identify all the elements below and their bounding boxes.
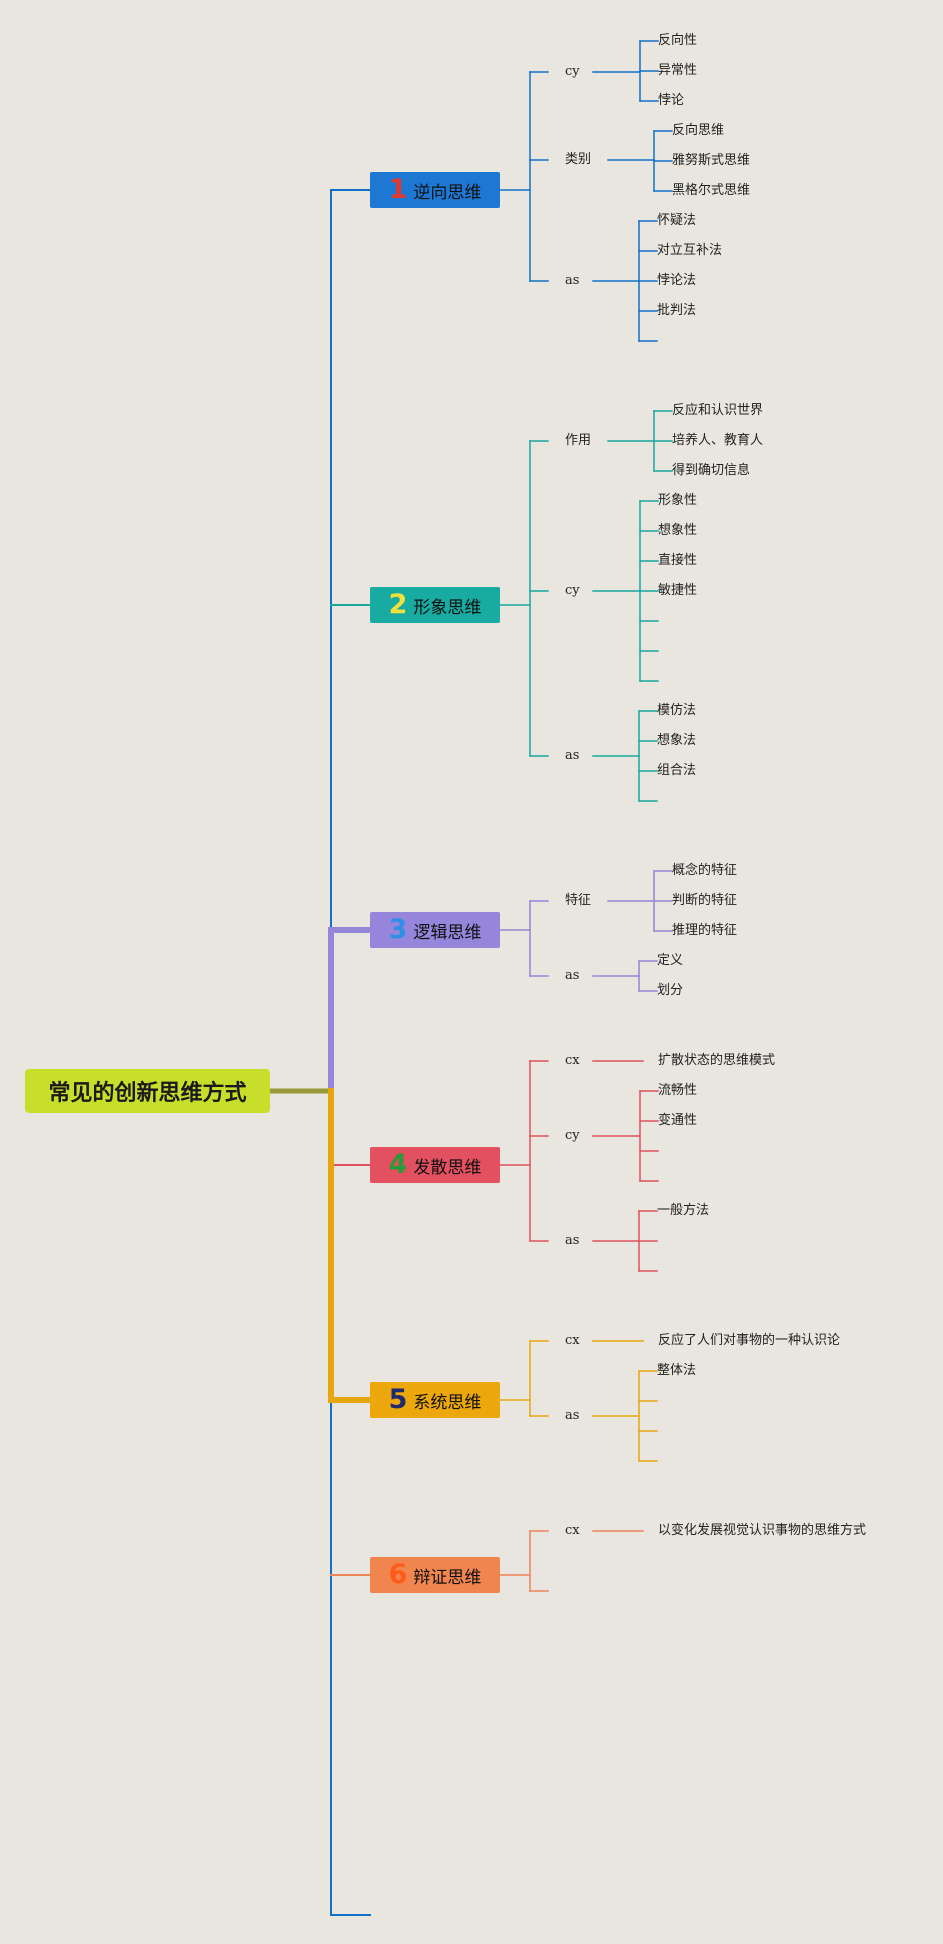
- leaf-topic-label[interactable]: 定义: [657, 953, 684, 968]
- sub-topic-label[interactable]: 特征: [565, 893, 592, 908]
- root-topic[interactable]: 常见的创新思维方式: [25, 1069, 270, 1113]
- leaf-topic-label[interactable]: 反应和认识世界: [672, 403, 764, 418]
- leaf-topic-label[interactable]: 判断的特征: [672, 893, 738, 908]
- leaf-topic-label[interactable]: 变通性: [658, 1113, 698, 1128]
- branch-label: 形象思维: [413, 597, 482, 618]
- branch-label: 系统思维: [413, 1392, 482, 1413]
- branch-label: 逆向思维: [413, 182, 482, 203]
- sub-topic-label[interactable]: cy: [565, 583, 580, 598]
- leaf-topic-label[interactable]: 敏捷性: [658, 583, 698, 598]
- leaf-topic-label[interactable]: 扩散状态的思维模式: [658, 1053, 776, 1068]
- leaf-topic-label[interactable]: 对立互补法: [657, 243, 723, 258]
- leaf-topic-label[interactable]: 培养人、教育人: [672, 433, 764, 448]
- branch-number-icon: 2: [388, 589, 408, 620]
- leaf-topic-label[interactable]: 以变化发展视觉认识事物的思维方式: [658, 1523, 867, 1538]
- branch-number-icon: 3: [388, 914, 408, 945]
- sub-topic-label[interactable]: as: [565, 748, 580, 763]
- branch-label: 辩证思维: [413, 1567, 482, 1588]
- leaf-topic-label[interactable]: 反向性: [658, 33, 698, 48]
- branch-topic-3[interactable]: 3 逻辑思维: [370, 912, 500, 948]
- branch-topic-1[interactable]: 1 逆向思维: [370, 172, 500, 208]
- branch-topic-4[interactable]: 4 发散思维: [370, 1147, 500, 1183]
- leaf-topic-label[interactable]: 一般方法: [657, 1203, 710, 1218]
- branch-label: 发散思维: [413, 1157, 482, 1178]
- leaf-topic-label[interactable]: 悖论: [658, 93, 685, 108]
- leaf-topic-label[interactable]: 划分: [657, 983, 684, 998]
- branch-number-icon: 6: [388, 1559, 408, 1590]
- leaf-topic-label[interactable]: 黑格尔式思维: [672, 183, 751, 198]
- leaf-topic-label[interactable]: 想象法: [657, 733, 697, 748]
- leaf-topic-label[interactable]: 组合法: [657, 763, 697, 778]
- branch-topic-6[interactable]: 6 辩证思维: [370, 1557, 500, 1593]
- sub-topic-label[interactable]: 类别: [565, 152, 592, 167]
- sub-topic-label[interactable]: 作用: [565, 433, 592, 448]
- leaf-topic-label[interactable]: 得到确切信息: [672, 463, 751, 478]
- leaf-topic-label[interactable]: 反向思维: [672, 123, 725, 138]
- sub-topic-label[interactable]: as: [565, 1233, 580, 1248]
- sub-topic-label[interactable]: cx: [565, 1333, 580, 1348]
- sub-topic-label[interactable]: as: [565, 273, 580, 288]
- sub-topic-label[interactable]: as: [565, 968, 580, 983]
- leaf-topic-label[interactable]: 概念的特征: [672, 863, 738, 878]
- leaf-topic-label[interactable]: 流畅性: [658, 1083, 698, 1098]
- leaf-topic-label[interactable]: 异常性: [658, 63, 698, 78]
- branch-number-icon: 4: [388, 1149, 408, 1180]
- leaf-topic-label[interactable]: 想象性: [658, 523, 698, 538]
- branch-topic-2[interactable]: 2 形象思维: [370, 587, 500, 623]
- branch-number-icon: 5: [388, 1384, 408, 1415]
- sub-topic-label[interactable]: cx: [565, 1053, 580, 1068]
- leaf-topic-label[interactable]: 悖论法: [657, 273, 697, 288]
- root-topic-label: 常见的创新思维方式: [48, 1081, 247, 1106]
- leaf-topic-label[interactable]: 反应了人们对事物的一种认识论: [658, 1333, 841, 1348]
- branch-number-icon: 1: [388, 174, 408, 205]
- leaf-topic-label[interactable]: 直接性: [658, 553, 698, 568]
- leaf-topic-label[interactable]: 雅努斯式思维: [672, 153, 751, 168]
- sub-topic-label[interactable]: as: [565, 1408, 580, 1423]
- branch-label: 逻辑思维: [413, 922, 482, 943]
- leaf-topic-label[interactable]: 批判法: [657, 303, 697, 318]
- leaf-topic-label[interactable]: 形象性: [658, 493, 698, 508]
- leaf-topic-label[interactable]: 推理的特征: [672, 923, 738, 938]
- sub-topic-label[interactable]: cy: [565, 1128, 580, 1143]
- leaf-topic-label[interactable]: 怀疑法: [657, 213, 697, 228]
- sub-topic-label[interactable]: cx: [565, 1523, 580, 1538]
- leaf-topic-label[interactable]: 整体法: [657, 1363, 697, 1378]
- sub-topic-label[interactable]: cy: [565, 64, 580, 79]
- branch-topic-5[interactable]: 5 系统思维: [370, 1382, 500, 1418]
- leaf-topic-label[interactable]: 模仿法: [657, 703, 697, 718]
